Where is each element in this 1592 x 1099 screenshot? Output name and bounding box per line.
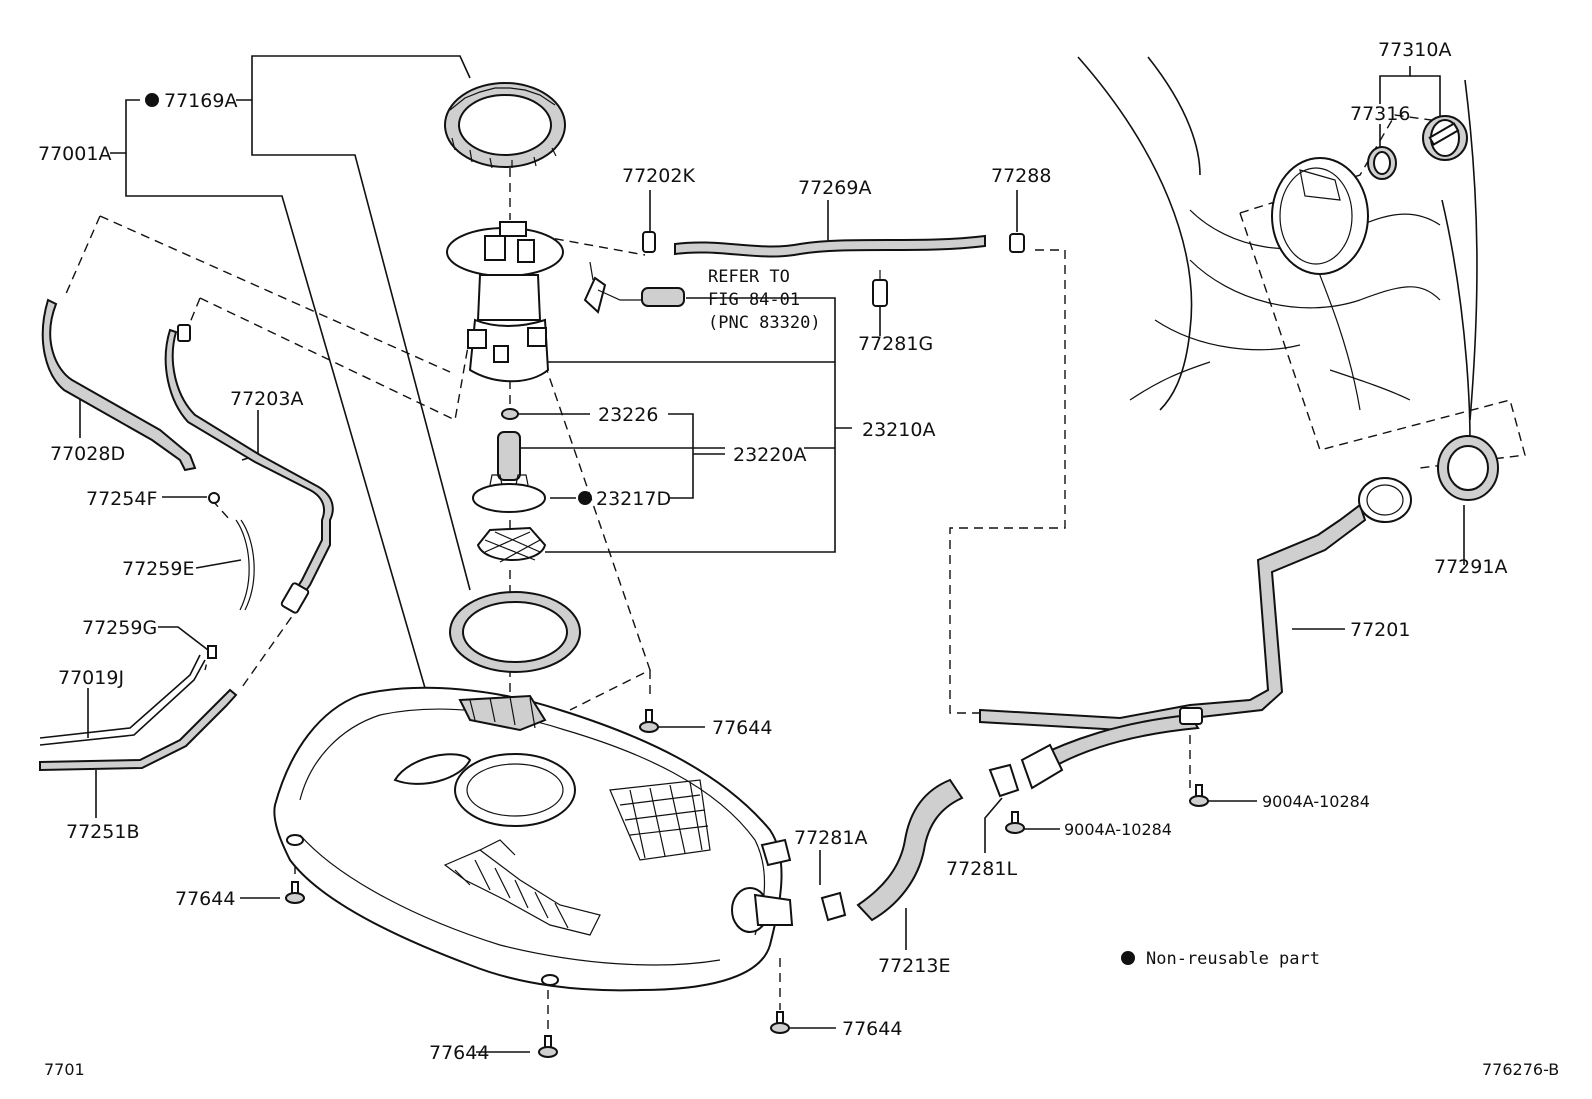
bolt-icon <box>285 881 305 904</box>
leader-lines <box>61 55 1465 1053</box>
bolt-icon <box>639 709 659 733</box>
label-77201: 77201 <box>1350 619 1410 641</box>
label-77281G: 77281G <box>858 333 933 355</box>
non-reusable-dot-icon <box>1121 951 1135 965</box>
label-77213E: 77213E <box>878 955 950 977</box>
refer-line-1: REFER TO <box>708 267 790 287</box>
label-77169A: 77169A <box>164 90 237 112</box>
vehicle-body-outline <box>1077 56 1478 441</box>
bolt-icons <box>285 709 1209 1058</box>
label-77291A: 77291A <box>1434 556 1507 578</box>
label-9004A-10284-a: 9004A-10284 <box>1064 820 1172 839</box>
pump-internals <box>472 408 547 563</box>
filler-ring-77291A <box>1437 435 1499 501</box>
legend-text: Non-reusable part <box>1146 949 1320 969</box>
assembly-dashed-lines <box>64 114 1526 1045</box>
label-77019J: 77019J <box>58 667 124 689</box>
footer-right-code: 776276-B <box>1482 1060 1559 1079</box>
label-23226: 23226 <box>598 404 658 426</box>
refer-line-2: FIG 84-01 <box>708 290 800 310</box>
retainer-ring <box>444 82 566 169</box>
bolt-icon <box>1005 811 1025 834</box>
bolt-icon <box>770 1011 790 1034</box>
bolt-icon <box>538 1035 558 1058</box>
refer-line-3: (PNC 83320) <box>708 313 821 333</box>
label-23210A: 23210A <box>862 419 935 441</box>
label-77316: 77316 <box>1350 103 1410 125</box>
label-77310A: 77310A <box>1378 39 1451 61</box>
fuel-tank <box>273 686 794 992</box>
label-77251B: 77251B <box>66 821 139 843</box>
part-labels: 77169A 77001A 77202K 77269A 77288 77310A… <box>38 39 1507 1064</box>
fuel-vent-tubes <box>39 231 1025 772</box>
label-77288: 77288 <box>991 165 1051 187</box>
label-77001A: 77001A <box>38 143 111 165</box>
label-77269A: 77269A <box>798 177 871 199</box>
legend: Non-reusable part <box>1121 949 1320 969</box>
non-reusable-dot-icon <box>145 93 159 107</box>
bolt-icon <box>1189 784 1209 807</box>
label-77644-c: 77644 <box>429 1042 489 1064</box>
non-reusable-dot-icon <box>578 491 592 505</box>
fuel-pump-assembly <box>446 221 685 383</box>
label-77281A: 77281A <box>794 827 867 849</box>
label-77644-a: 77644 <box>712 717 772 739</box>
label-77281L: 77281L <box>946 858 1017 880</box>
cap-gasket-77316 <box>1367 146 1397 180</box>
tank-gasket <box>449 591 581 673</box>
label-77254F: 77254F <box>86 488 157 510</box>
label-77259G: 77259G <box>82 617 157 639</box>
filler-hose-77213E <box>820 763 1020 922</box>
label-77644-b: 77644 <box>175 888 235 910</box>
label-23217D: 23217D <box>596 488 671 510</box>
label-77644-d: 77644 <box>842 1018 902 1040</box>
label-9004A-10284-b: 9004A-10284 <box>1262 792 1370 811</box>
fuel-cap-77310A <box>1422 115 1468 161</box>
label-77259E: 77259E <box>122 558 194 580</box>
footer-left-code: 7701 <box>44 1060 85 1079</box>
label-23220A: 23220A <box>733 444 806 466</box>
label-77202K: 77202K <box>622 165 695 187</box>
label-77028D: 77028D <box>50 443 125 465</box>
label-77203A: 77203A <box>230 388 303 410</box>
filler-pipe-77201 <box>979 477 1412 790</box>
